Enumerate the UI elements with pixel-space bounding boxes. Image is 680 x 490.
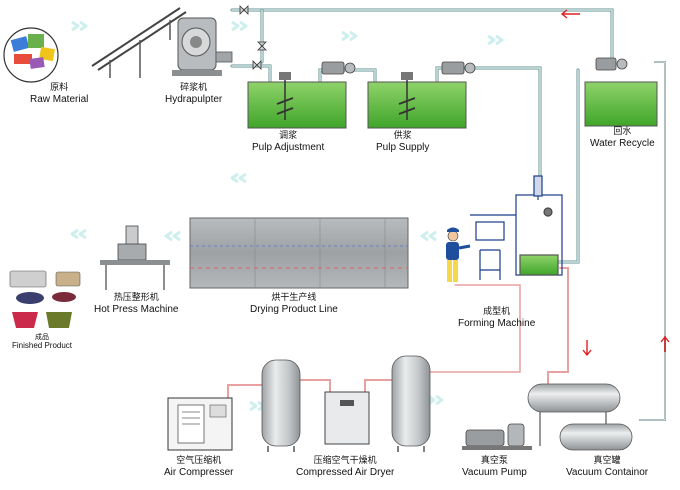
hot-press-machine — [100, 225, 170, 290]
forming-machine-cn: 成型机 — [483, 307, 511, 317]
raw-material-illustration — [3, 27, 59, 83]
vacuum-pump-en: Vacuum Pump — [462, 466, 527, 478]
air-dryer-cn: 压缩空气干燥机 — [313, 456, 377, 466]
raw-material-en: Raw Material — [30, 93, 89, 105]
air-compressor-en: Air Compresser — [164, 466, 234, 478]
vacuum-pump-label: 真空泵 Vacuum Pump — [462, 456, 527, 478]
water-recycle-tank — [584, 81, 658, 127]
drying-line — [189, 217, 409, 289]
pulp-adjustment-en: Pulp Adjustment — [252, 141, 325, 153]
air-pipe-to-forming — [429, 284, 521, 373]
pulp-supply-en: Pulp Supply — [376, 141, 430, 153]
air-pipe-dryer-to-tank — [364, 379, 393, 393]
water-recycle-en: Water Recycle — [590, 137, 655, 149]
drying-line-label: 烘干生产线 Drying Product Line — [250, 293, 338, 315]
finished-product-illustration — [9, 270, 81, 328]
vacuum-container-en: Vacuum Containor — [566, 466, 649, 478]
vacuum-container — [527, 383, 633, 451]
conveyor — [91, 7, 187, 78]
forming-machine — [470, 175, 563, 280]
pipe-recycle-to-forming — [553, 68, 580, 264]
hydrapulpter-label: 碎浆机 Hydrapulpter — [165, 83, 223, 105]
air-compressor-label: 空气压缩机 Air Compresser — [164, 456, 234, 478]
raw-material-cn: 原料 — [50, 83, 69, 93]
valve-icon — [239, 5, 267, 70]
top-return-pipe — [230, 8, 614, 64]
air-compressor-cn: 空气压缩机 — [176, 456, 222, 466]
hydrapulper-machine — [172, 17, 233, 76]
hot-press-cn: 热压整形机 — [113, 293, 159, 303]
pulp-adjustment-label: 调浆 Pulp Adjustment — [252, 131, 325, 153]
finished-product-label: 成品 Finished Product — [12, 333, 73, 350]
air-storage-tank — [261, 359, 301, 452]
air-pipe-compressor — [227, 384, 263, 401]
air-storage-tank — [391, 355, 431, 452]
vacuum-pump-cn: 真空泵 — [480, 456, 508, 466]
hydrapulpter-en: Hydrapulpter — [165, 93, 223, 105]
pulp-supply-label: 供浆 Pulp Supply — [376, 131, 430, 153]
vacuum-line — [547, 267, 569, 386]
hot-press-en: Hot Press Machine — [94, 303, 179, 315]
pump-icon — [441, 61, 476, 75]
pump-icon — [321, 61, 356, 75]
hydrapulpter-cn: 碎浆机 — [180, 83, 208, 93]
air-dryer — [324, 391, 370, 445]
worker-icon — [446, 227, 471, 282]
finished-product-en: Finished Product — [12, 340, 73, 350]
chevron-flow-icon — [70, 20, 504, 412]
hot-press-label: 热压整形机 Hot Press Machine — [94, 293, 179, 315]
water-recycle-label: 回水 Water Recycle — [590, 127, 655, 149]
pulp-adjustment-tank — [247, 72, 347, 129]
hydrapulper-outlet-pipe — [230, 8, 272, 84]
drying-line-en: Drying Product Line — [250, 303, 338, 315]
vacuum-pump — [462, 423, 532, 450]
air-pipe-to-dryer — [299, 379, 331, 393]
air-dryer-label: 压缩空气干燥机 Compressed Air Dryer — [296, 456, 395, 478]
raw-material-label: 原料 Raw Material — [30, 83, 89, 105]
pump-icon — [595, 57, 628, 71]
finished-product-cn: 成品 — [35, 333, 50, 341]
red-arrow-icon — [560, 9, 670, 357]
vacuum-container-label: 真空罐 Vacuum Containor — [566, 456, 649, 478]
forming-machine-en: Forming Machine — [458, 317, 536, 329]
pipe-network — [227, 8, 666, 421]
air-compressor — [167, 397, 233, 451]
drying-line-cn: 烘干生产线 — [271, 293, 317, 303]
water-recycle-cn: 回水 — [613, 127, 632, 137]
pulp-supply-cn: 供浆 — [393, 131, 412, 141]
pulp-adjustment-cn: 调浆 — [279, 131, 298, 141]
vacuum-container-cn: 真空罐 — [593, 456, 621, 466]
air-dryer-en: Compressed Air Dryer — [296, 466, 395, 478]
pulp-supply-tank — [367, 72, 467, 129]
forming-machine-label: 成型机 Forming Machine — [458, 307, 536, 329]
